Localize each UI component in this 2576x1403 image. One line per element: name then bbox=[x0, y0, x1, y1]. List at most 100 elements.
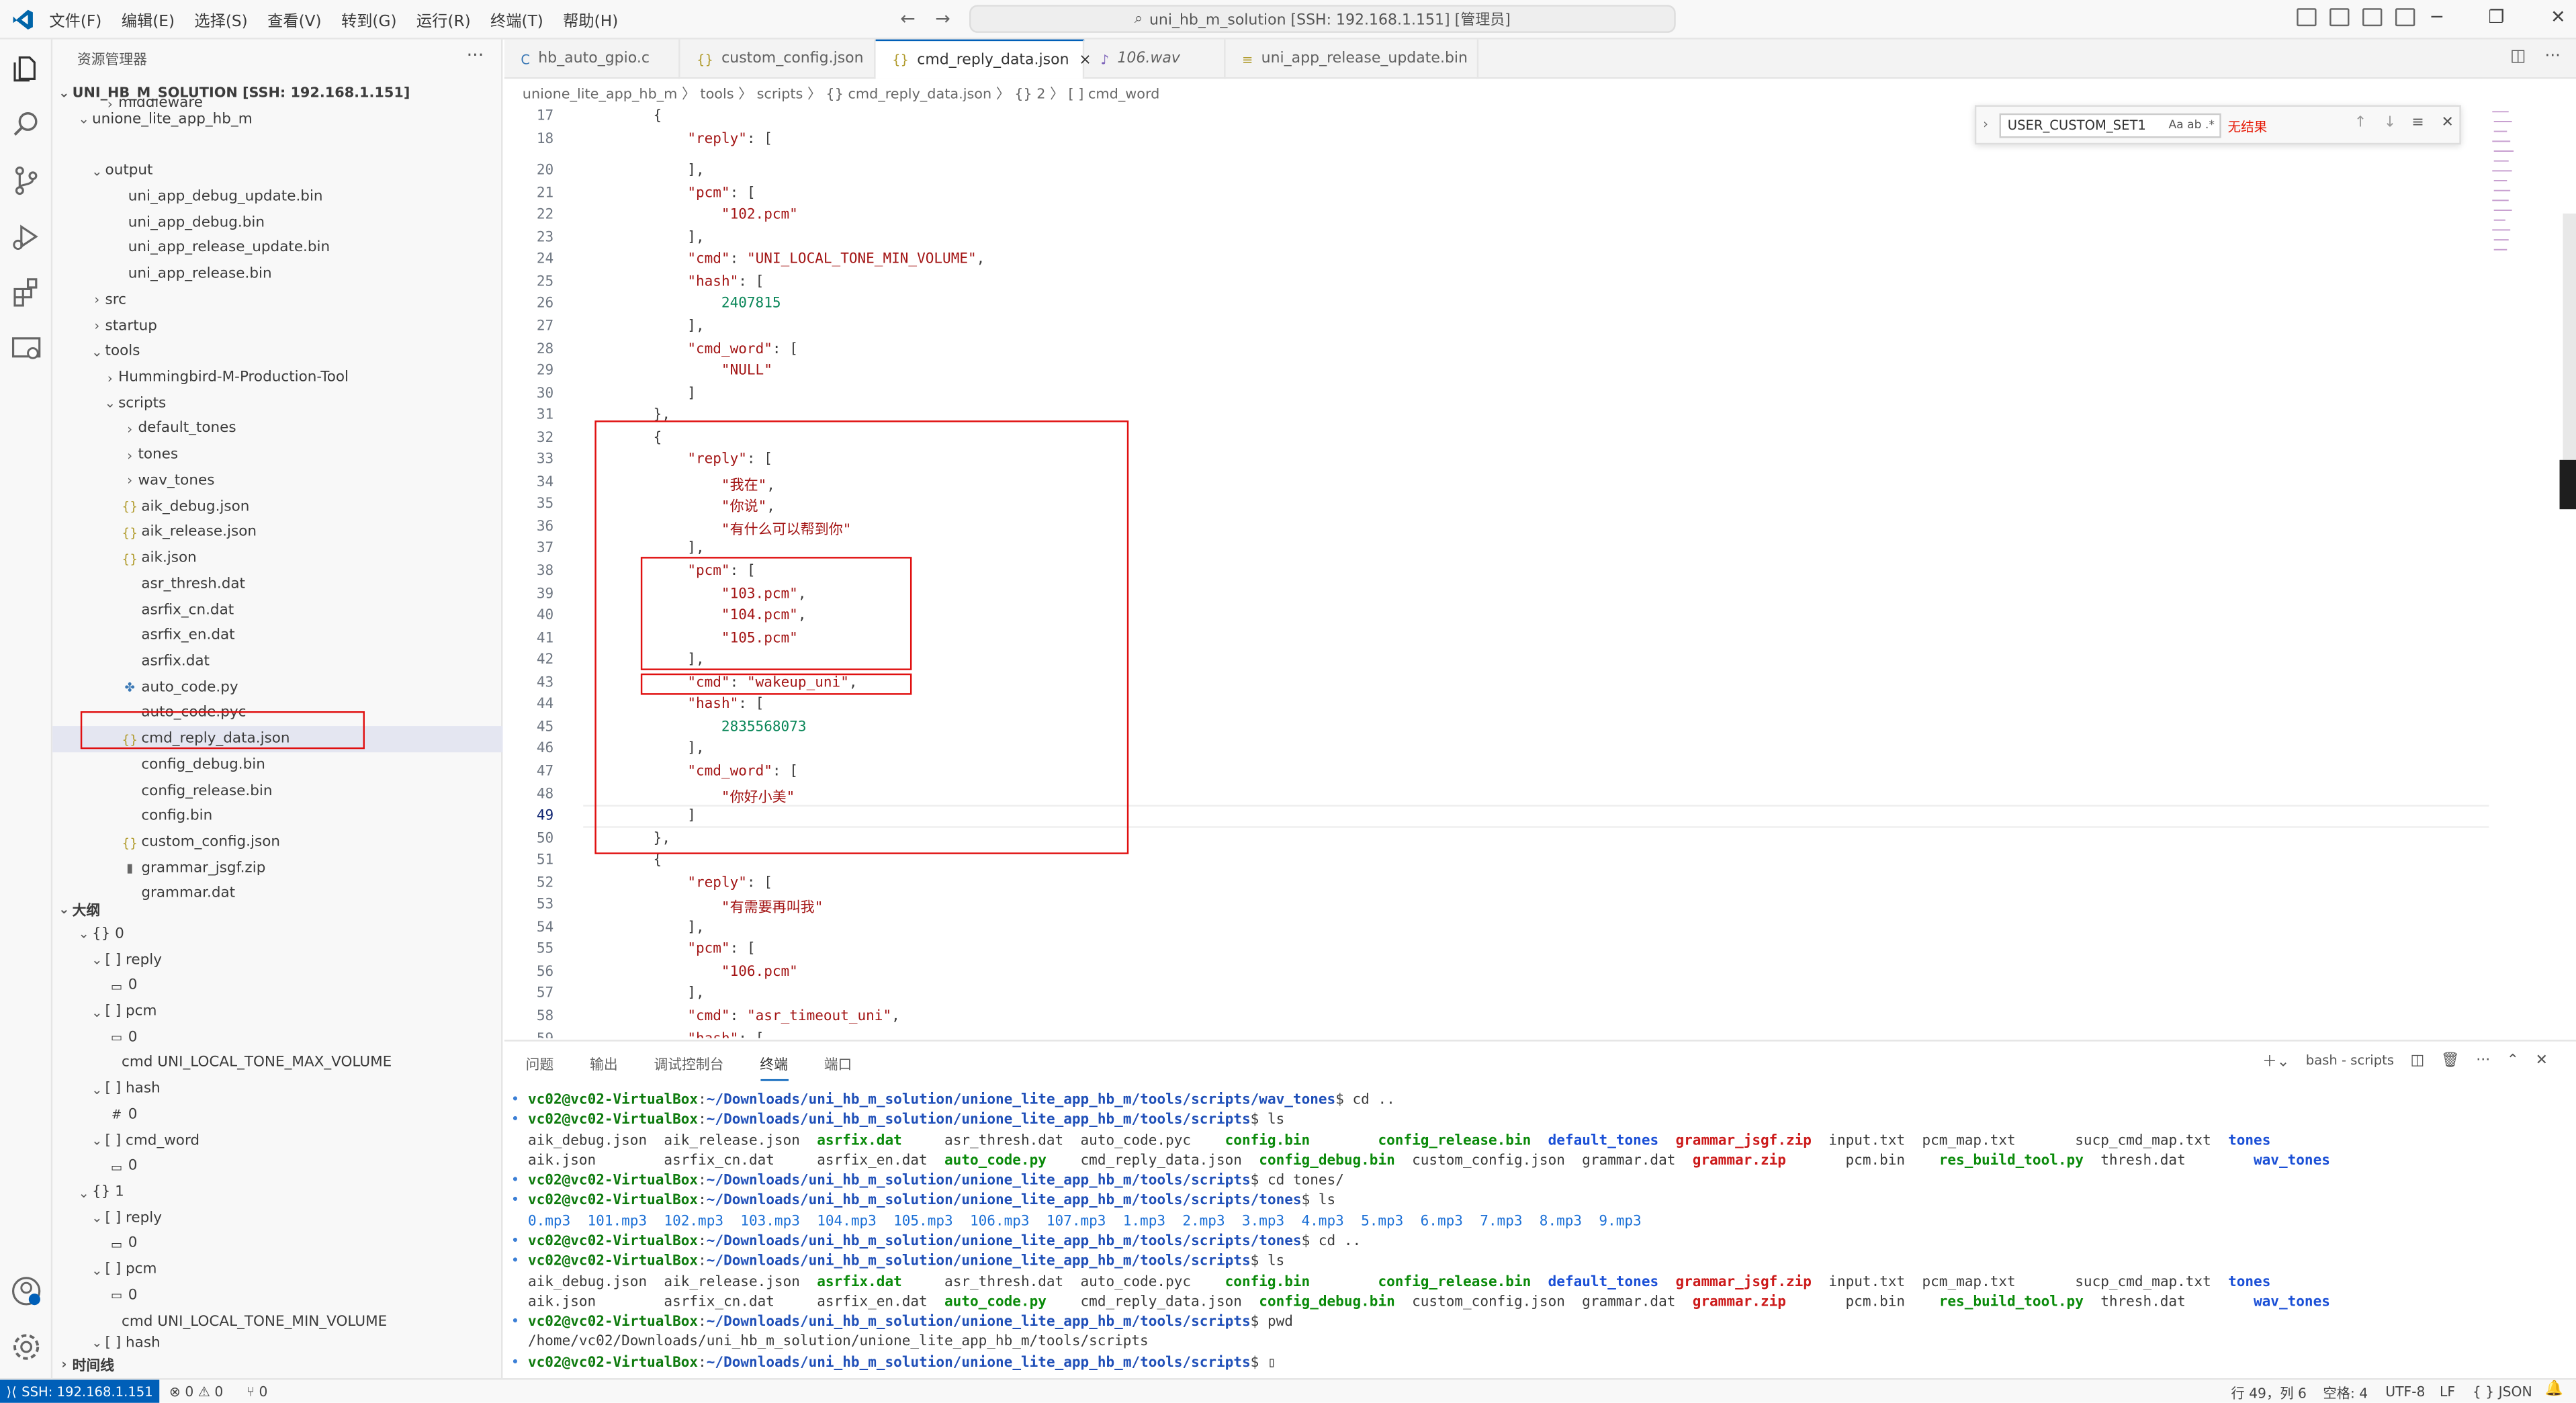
tree-item[interactable]: ›tones bbox=[52, 443, 502, 468]
code-line[interactable]: "pcm": [ bbox=[687, 185, 756, 201]
menu-item[interactable]: 终端(T) bbox=[490, 13, 543, 32]
search-icon[interactable] bbox=[10, 108, 43, 141]
menu-item[interactable]: 查看(V) bbox=[267, 13, 322, 32]
outline-item[interactable]: ⌄{} 1 bbox=[52, 1180, 502, 1206]
code-line[interactable]: "cmd_word": [ bbox=[687, 341, 798, 357]
tree-item[interactable]: {}custom_config.json bbox=[52, 830, 502, 856]
outline-item[interactable]: ⌄[ ] pcm bbox=[52, 999, 502, 1024]
panel-tab[interactable]: 输出 bbox=[590, 1058, 618, 1075]
code-line[interactable]: ], bbox=[619, 741, 705, 758]
new-terminal-icon[interactable]: ＋⌄ bbox=[2262, 1054, 2290, 1071]
split-editor-icon[interactable]: ◫ bbox=[2510, 47, 2526, 66]
code-line[interactable]: "hash": [ bbox=[687, 696, 764, 714]
code-line[interactable]: "cmd": "asr_timeout_uni", bbox=[687, 1008, 900, 1026]
tree-item[interactable]: {}aik.json bbox=[52, 546, 502, 572]
outline-item[interactable]: ▭0 bbox=[52, 973, 502, 999]
tree-item[interactable]: asrfix_en.dat bbox=[52, 623, 502, 649]
outline-item[interactable]: ⌄[ ] hash bbox=[52, 1077, 502, 1102]
code-line[interactable]: "有需要再叫我" bbox=[721, 900, 824, 917]
code-line[interactable]: "pcm": [ bbox=[687, 563, 756, 580]
code-line[interactable]: "hash": [ bbox=[619, 1031, 764, 1038]
split-terminal-icon[interactable]: ◫ bbox=[2410, 1052, 2425, 1069]
explorer-icon[interactable] bbox=[10, 52, 43, 85]
outline-item[interactable]: ▭0 bbox=[52, 1025, 502, 1050]
command-center[interactable]: ⌕ uni_hb_m_solution [SSH: 192.168.1.151]… bbox=[969, 5, 1676, 33]
restore-icon[interactable]: ❐ bbox=[2488, 6, 2505, 28]
code-line[interactable]: ], bbox=[619, 163, 705, 179]
close-icon[interactable]: ✕ bbox=[2441, 115, 2454, 132]
code-line[interactable]: "105.pcm" bbox=[721, 630, 798, 647]
tree-item[interactable]: asr_thresh.dat bbox=[52, 572, 502, 597]
timeline-section-header[interactable]: › 时间线 bbox=[52, 1352, 502, 1377]
code-line[interactable]: "NULL" bbox=[721, 363, 772, 380]
close-window-icon[interactable]: ✕ bbox=[2550, 6, 2566, 28]
code-line[interactable]: ], bbox=[619, 652, 705, 669]
settings-gear-icon[interactable] bbox=[10, 1330, 43, 1363]
close-icon[interactable]: × bbox=[1079, 52, 1092, 69]
find-flags[interactable]: Aa ab .* bbox=[2168, 118, 2215, 132]
code-editor[interactable]: 17 {18 "reply": [20 ],21 "pcm": [22 "102… bbox=[504, 105, 2576, 1038]
tree-item[interactable]: config.bin bbox=[52, 804, 502, 829]
menu-item[interactable]: 转到(G) bbox=[341, 13, 397, 32]
outline-item[interactable]: cmd UNI_LOCAL_TONE_MAX_VOLUME bbox=[52, 1050, 502, 1076]
code-line[interactable]: "cmd": "wakeup_uni", bbox=[687, 674, 858, 692]
outline-item[interactable]: ⌄[ ] cmd_word bbox=[52, 1128, 502, 1154]
code-line[interactable]: }, bbox=[619, 830, 671, 848]
outline-item[interactable]: #0 bbox=[52, 1102, 502, 1128]
tree-item[interactable]: ⌄output bbox=[52, 159, 502, 184]
outline-item[interactable]: ⌄[ ] pcm bbox=[52, 1257, 502, 1283]
toggle-secondary-sidebar-icon[interactable] bbox=[2362, 8, 2383, 27]
find-in-selection-icon[interactable]: ≡ bbox=[2411, 115, 2424, 132]
editor-tab[interactable]: ♪106.wav bbox=[1084, 39, 1226, 79]
tree-item[interactable]: ›src bbox=[52, 287, 502, 313]
toggle-panel-icon[interactable] bbox=[2329, 8, 2350, 27]
tree-item[interactable]: ›middleware bbox=[52, 99, 502, 112]
code-line[interactable]: "pcm": [ bbox=[687, 942, 756, 958]
code-line[interactable]: "103.pcm", bbox=[721, 586, 807, 602]
cursor-position[interactable]: 行 49，列 6 bbox=[2231, 1384, 2307, 1402]
back-arrow-icon[interactable]: ← bbox=[900, 8, 916, 30]
tree-item[interactable]: uni_app_release.bin bbox=[52, 262, 502, 287]
code-line[interactable]: "cmd_word": [ bbox=[687, 764, 798, 780]
extensions-icon[interactable] bbox=[10, 276, 43, 309]
tree-item[interactable]: ⌄unione_lite_app_hb_m bbox=[52, 107, 502, 132]
code-line[interactable]: { bbox=[619, 430, 662, 447]
outline-item[interactable]: ▭0 bbox=[52, 1283, 502, 1308]
notifications-bell-icon[interactable]: 🔔 bbox=[2544, 1381, 2563, 1398]
code-line[interactable]: ], bbox=[619, 318, 705, 335]
tree-item[interactable]: uni_app_debug.bin bbox=[52, 210, 502, 236]
tree-item[interactable]: uni_app_debug_update.bin bbox=[52, 184, 502, 210]
code-line[interactable]: "reply": [ bbox=[687, 130, 772, 148]
outline-item[interactable]: ⌄{} 0 bbox=[52, 921, 502, 947]
tree-item[interactable]: ✤auto_code.py bbox=[52, 675, 502, 700]
indentation[interactable]: 空格: 4 bbox=[2323, 1384, 2368, 1402]
workspace-root[interactable]: ⌄ UNI_HB_M_SOLUTION [SSH: 192.168.1.151] bbox=[52, 81, 502, 106]
tree-item[interactable]: grammar.dat bbox=[52, 881, 502, 907]
encoding[interactable]: UTF-8 bbox=[2385, 1383, 2426, 1400]
minimap[interactable] bbox=[2489, 105, 2555, 270]
language-mode[interactable]: { } JSON bbox=[2472, 1383, 2532, 1400]
editor-tab[interactable]: ≡uni_app_release_update.bin bbox=[1226, 39, 1479, 79]
code-line[interactable]: "cmd": "UNI_LOCAL_TONE_MIN_VOLUME", bbox=[687, 251, 985, 269]
code-line[interactable]: "reply": [ bbox=[687, 452, 772, 469]
ports-indicator[interactable]: ⑂ 0 bbox=[246, 1383, 268, 1400]
maximize-panel-icon[interactable]: ⌃ bbox=[2506, 1052, 2520, 1069]
chevron-right-icon[interactable]: › bbox=[1983, 116, 1988, 132]
menu-item[interactable]: 选择(S) bbox=[194, 13, 248, 32]
panel-tab[interactable]: 端口 bbox=[824, 1058, 852, 1075]
breadcrumb[interactable]: unione_lite_app_hb_m 〉 tools 〉 scripts 〉… bbox=[522, 87, 1160, 104]
remote-indicator[interactable]: ⟩⟨ SSH: 192.168.1.151 bbox=[0, 1379, 160, 1403]
close-panel-icon[interactable]: ✕ bbox=[2535, 1052, 2548, 1069]
customize-layout-icon[interactable] bbox=[2395, 8, 2415, 27]
outline-item[interactable]: ▭0 bbox=[52, 1231, 502, 1257]
code-line[interactable]: "102.pcm" bbox=[721, 207, 798, 224]
code-line[interactable]: 2407815 bbox=[721, 296, 781, 313]
toggle-sidebar-icon[interactable] bbox=[2297, 8, 2317, 27]
panel-tab[interactable]: 问题 bbox=[525, 1058, 554, 1075]
tree-item[interactable]: config_debug.bin bbox=[52, 752, 502, 778]
code-line[interactable]: "106.pcm" bbox=[721, 964, 798, 981]
trash-icon[interactable]: 🗑 bbox=[2440, 1052, 2460, 1069]
tree-item[interactable]: asrfix_cn.dat bbox=[52, 597, 502, 623]
editor-scrollbar[interactable] bbox=[2563, 213, 2576, 460]
tree-item[interactable]: auto_code.pyc bbox=[52, 700, 502, 726]
